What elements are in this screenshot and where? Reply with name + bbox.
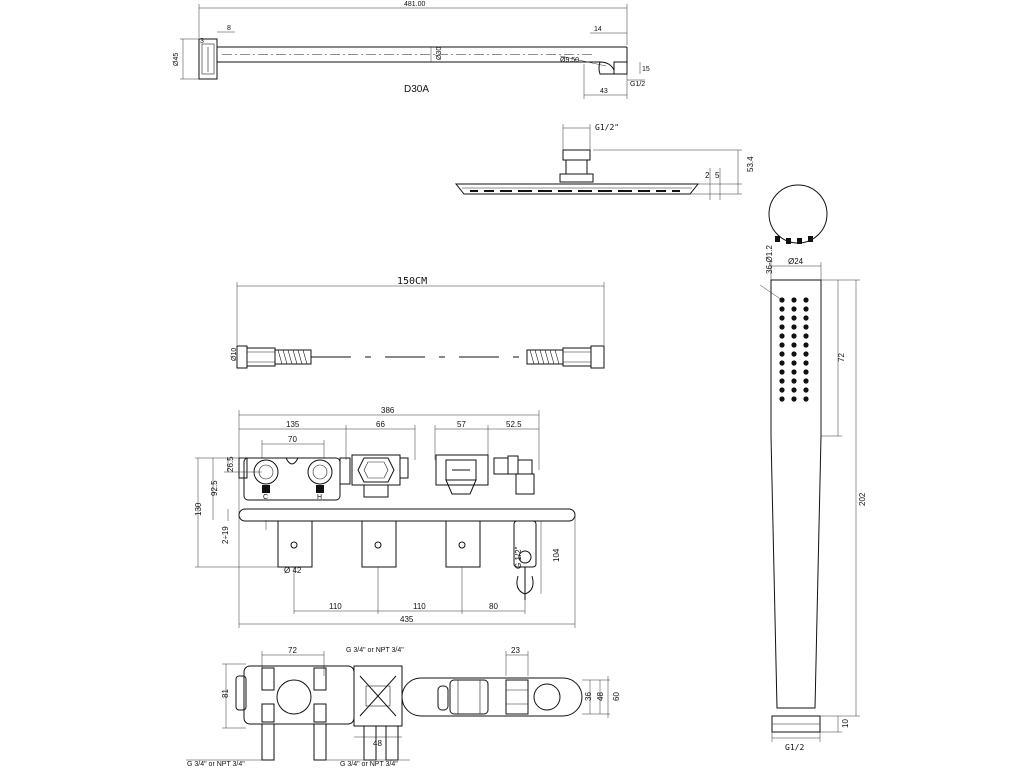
top-dim-48: 48 xyxy=(596,692,605,701)
nozzle-hole xyxy=(779,378,785,384)
head-inlet-label: G1/2" xyxy=(595,123,619,132)
nozzle-hole xyxy=(791,360,797,366)
front-dim-70: 70 xyxy=(288,435,297,444)
rain-head-drawing: G1/2" 2 5 53.4 xyxy=(454,123,755,200)
nozzle-hole xyxy=(803,351,809,357)
front-dim-57: 57 xyxy=(457,420,466,429)
nozzle-hole xyxy=(803,306,809,312)
front-dim-219: 2÷19 xyxy=(221,526,230,544)
front-dim-925: 92.5 xyxy=(210,480,219,496)
arm-dim-8: 8 xyxy=(227,25,231,32)
front-dim-386: 386 xyxy=(381,406,395,415)
arm-dim-14: 14 xyxy=(594,26,602,33)
front-dim-135: 135 xyxy=(286,420,300,429)
nozzle-hole xyxy=(791,315,797,321)
top-dim-48w: 48 xyxy=(373,739,382,748)
top-thread-bottom-left: G 3/4" or NPT 3/4" xyxy=(187,761,245,768)
valve-front-drawing: 386 135 66 57 52.5 70 C H xyxy=(194,406,576,628)
nozzle-hole xyxy=(791,396,797,402)
front-dim-435: 435 xyxy=(400,615,414,624)
front-dim-g12: G 1/2" xyxy=(514,546,523,569)
nozzle-hole xyxy=(779,297,785,303)
top-dim-23: 23 xyxy=(511,646,520,655)
hand-shower-drawing: Ø24 36-Ø1.2 G1/2 72 202 10 xyxy=(759,184,867,752)
hose-dia-label: Ø10 xyxy=(231,348,238,361)
nozzle-hole xyxy=(779,315,785,321)
nozzle-hole xyxy=(779,351,785,357)
front-dim-525: 52.5 xyxy=(506,420,522,429)
nozzle-hole xyxy=(779,333,785,339)
nozzle-hole xyxy=(791,351,797,357)
hand-dim-202: 202 xyxy=(858,492,867,506)
nozzle-hole xyxy=(803,387,809,393)
nozzle-hole xyxy=(803,396,809,402)
head-dim-5: 5 xyxy=(715,171,720,180)
hand-holes-label: 36-Ø1.2 xyxy=(765,245,774,274)
svg-text:H: H xyxy=(317,494,322,501)
arm-length-dim: 481.00 xyxy=(404,1,426,8)
nozzle-hole xyxy=(779,387,785,393)
nozzle-hole xyxy=(803,333,809,339)
arm-dim-30: Ø30 xyxy=(436,47,443,60)
nozzle-hole xyxy=(803,324,809,330)
nozzle-hole xyxy=(779,369,785,375)
front-dim-110a: 110 xyxy=(329,602,342,611)
top-thread-top: G 3/4" or NPT 3/4" xyxy=(346,647,404,654)
svg-text:C: C xyxy=(263,494,268,501)
arm-dim-45: Ø45 xyxy=(173,53,180,66)
head-dim-2: 2 xyxy=(705,171,710,180)
nozzle-hole xyxy=(779,324,785,330)
arm-dim-g12: G1/2 xyxy=(630,81,645,88)
hand-thread-label: G1/2 xyxy=(785,743,804,752)
nozzle-hole xyxy=(779,396,785,402)
arm-dim-3: 3 xyxy=(200,38,204,45)
nozzle-hole xyxy=(791,369,797,375)
nozzle-hole xyxy=(791,324,797,330)
shower-arm-drawing: 481.00 14 3 8 Ø45 Ø30 Ø9.50 43 G1/2 15 D… xyxy=(173,1,650,99)
hand-nozzle-grid xyxy=(779,297,809,402)
arm-dim-43: 43 xyxy=(600,88,608,95)
top-dim-60: 60 xyxy=(612,692,621,701)
hand-dim-10: 10 xyxy=(841,719,850,728)
nozzle-hole xyxy=(791,297,797,303)
nozzle-hole xyxy=(803,297,809,303)
nozzle-hole xyxy=(791,333,797,339)
front-dim-66: 66 xyxy=(376,420,385,429)
front-dim-80: 80 xyxy=(489,602,498,611)
nozzle-hole xyxy=(779,360,785,366)
top-dim-72: 72 xyxy=(288,646,297,655)
front-dim-265: 26.5 xyxy=(226,456,235,472)
nozzle-hole xyxy=(803,315,809,321)
hand-dim-72: 72 xyxy=(837,353,846,362)
head-dim-534: 53.4 xyxy=(746,156,755,172)
front-dim-130: 130 xyxy=(194,502,203,516)
top-dim-36: 36 xyxy=(584,692,593,701)
front-dim-42: Ø 42 xyxy=(284,566,302,575)
nozzle-hole xyxy=(791,387,797,393)
nozzle-hole xyxy=(779,342,785,348)
front-dim-104: 104 xyxy=(552,548,561,562)
nozzle-hole xyxy=(803,342,809,348)
hose-length-label: 150CM xyxy=(397,276,427,287)
valve-top-drawing: 72 G 3/4" or NPT 3/4" 23 48 xyxy=(186,646,621,768)
nozzle-hole xyxy=(791,378,797,384)
hose-drawing: 150CM Ø10 xyxy=(231,276,605,369)
nozzle-hole xyxy=(791,342,797,348)
hand-dia-label: Ø24 xyxy=(788,257,804,266)
top-dim-81: 81 xyxy=(221,689,230,698)
top-thread-bottom-right: G 3/4" or NPT 3/4" xyxy=(340,761,398,768)
arm-dim-950: Ø9.50 xyxy=(560,57,579,64)
nozzle-hole xyxy=(779,306,785,312)
nozzle-hole xyxy=(803,378,809,384)
arm-code-label: D30A xyxy=(404,84,429,95)
nozzle-hole xyxy=(791,306,797,312)
nozzle-hole xyxy=(803,369,809,375)
front-dim-110b: 110 xyxy=(413,602,426,611)
arm-dim-15: 15 xyxy=(642,66,650,73)
nozzle-hole xyxy=(803,360,809,366)
